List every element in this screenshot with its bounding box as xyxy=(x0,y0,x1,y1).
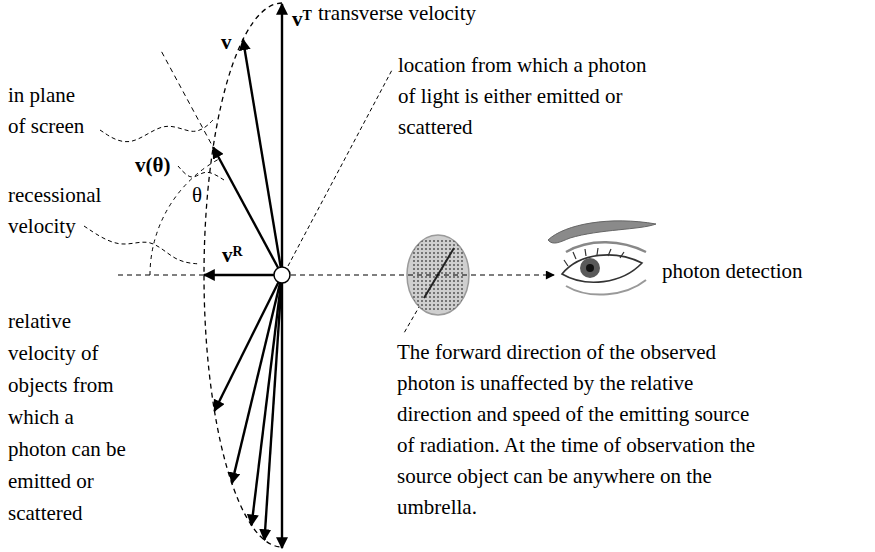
velocity-arrow xyxy=(252,283,282,525)
note-text: in plane of screen xyxy=(8,80,92,142)
label-text: vT xyxy=(292,0,312,30)
note-text: relative velocity of objects from which … xyxy=(8,305,132,529)
velocity-arrow xyxy=(264,283,281,540)
label-text: transverse velocity xyxy=(318,1,476,25)
label-text: photon detection xyxy=(662,259,803,283)
velocity-symbol: vR xyxy=(222,234,243,266)
leader-line xyxy=(288,70,392,266)
label-text: recessional xyxy=(8,183,101,207)
label-text: v(θ) xyxy=(135,153,170,177)
velocity-arrow xyxy=(243,39,281,267)
axis-line xyxy=(118,275,273,276)
note-text: The forward direction of the observed ph… xyxy=(397,337,759,523)
velocity-symbol: vT xyxy=(292,0,312,30)
label-text: location from which a photon of light is… xyxy=(398,53,646,139)
leader-line xyxy=(178,166,224,180)
label-text: v xyxy=(221,30,232,54)
label-text: relative velocity of objects from which … xyxy=(8,309,126,525)
axis-label: transverse velocity xyxy=(318,0,476,29)
label-text: vR xyxy=(222,235,243,266)
label-text: θ xyxy=(192,183,202,207)
velocity-arrow xyxy=(213,147,278,268)
umbrella-arc xyxy=(204,3,282,547)
angle-label: θ xyxy=(192,180,202,211)
velocity-arrow xyxy=(204,274,274,276)
label-text: in plane of screen xyxy=(8,83,84,138)
note-text: location from which a photon of light is… xyxy=(398,50,648,143)
velocity-arrow xyxy=(232,283,280,484)
note-text: recessional xyxy=(8,180,101,211)
eye-illustration xyxy=(548,221,656,295)
note-text: photon detection xyxy=(662,256,803,287)
source-point xyxy=(274,267,290,283)
velocity-symbol: v(θ) xyxy=(135,150,170,181)
label-text: The forward direction of the observed ph… xyxy=(397,340,755,519)
label-text: velocity xyxy=(8,214,76,238)
velocity-symbol: v xyxy=(221,27,232,58)
leader-line xyxy=(100,118,215,142)
photon-ray xyxy=(291,274,554,275)
note-text: velocity xyxy=(8,211,76,242)
leader-line xyxy=(84,226,200,264)
